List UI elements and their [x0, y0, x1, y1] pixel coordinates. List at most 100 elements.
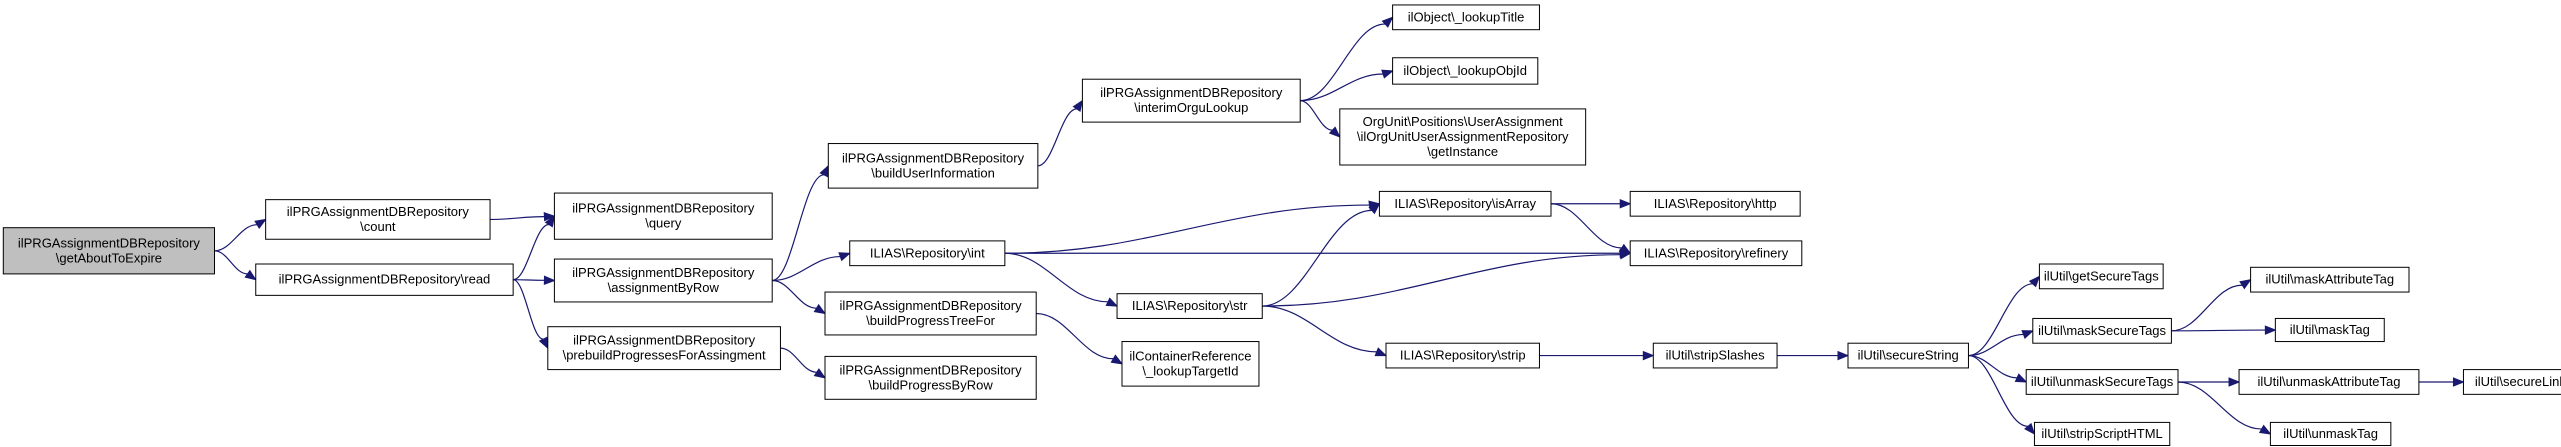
graph-node[interactable]: OrgUnit\Positions\UserAssignment\ilOrgUn… — [1339, 108, 1587, 166]
graph-node[interactable]: ilUtil\stripScriptHTML — [2033, 421, 2171, 446]
node-box — [265, 199, 491, 240]
call-edge — [1968, 354, 2036, 435]
node-box — [1847, 342, 1969, 369]
node-box — [2025, 369, 2179, 395]
node-box — [553, 258, 773, 303]
node-box — [1116, 293, 1263, 319]
graph-node[interactable]: ilUtil\getSecureTags — [2038, 263, 2164, 290]
node-box — [1629, 240, 1803, 267]
node-label: \getAboutToExpire — [56, 250, 162, 265]
graph-node[interactable]: ilUtil\maskSecureTags — [2032, 317, 2172, 344]
node-label: ilUtil\maskSecureTags — [2038, 323, 2166, 338]
call-edge — [1262, 305, 1388, 357]
call-edge — [1004, 200, 1381, 254]
call-edge — [1777, 350, 1850, 361]
node-label: ILIAS\Repository\str — [1132, 298, 1248, 313]
node-label: \interimOrguLookup — [1134, 100, 1248, 115]
node-box — [2, 227, 215, 275]
graph-node[interactable]: ilUtil\secureLink — [2462, 369, 2561, 395]
node-box — [849, 240, 1006, 267]
edges-layer — [214, 16, 2465, 435]
node-label: ilUtil\unmaskAttributeTag — [2257, 374, 2400, 389]
node-label: ilPRGAssignmentDBRepository — [840, 362, 1023, 377]
graph-node[interactable]: ILIAS\Repository\str — [1116, 293, 1263, 319]
graph-node[interactable]: ilPRGAssignmentDBRepository\getAboutToEx… — [2, 227, 215, 275]
node-label: ilPRGAssignmentDBRepository — [572, 265, 755, 280]
call-edge — [2171, 325, 2277, 335]
graph-node[interactable]: ILIAS\Repository\http — [1629, 190, 1801, 217]
call-edge — [2177, 381, 2272, 435]
call-edge — [512, 215, 556, 281]
node-label: ILIAS\Repository\http — [1654, 196, 1777, 211]
call-edge — [1262, 202, 1381, 307]
node-label: ilUtil\unmaskTag — [2283, 426, 2378, 441]
node-box — [255, 263, 514, 296]
node-label: \buildProgressTreeFor — [866, 313, 996, 328]
call-edge — [1036, 312, 1124, 365]
call-edge — [2177, 377, 2241, 387]
graph-node[interactable]: ilPRGAssignmentDBRepository\interimOrguL… — [1081, 78, 1301, 123]
graph-node[interactable]: ilUtil\unmaskSecureTags — [2025, 369, 2179, 395]
call-edge — [1550, 203, 1632, 254]
call-edge — [1262, 250, 1632, 307]
graph-node[interactable]: ilPRGAssignmentDBRepository\buildUserInf… — [827, 143, 1039, 189]
call-edge — [214, 250, 257, 281]
call-edge — [214, 218, 267, 252]
graph-node[interactable]: ilPRGAssignmentDBRepository\read — [255, 263, 514, 296]
node-label: ILIAS\Repository\strip — [1400, 348, 1526, 363]
graph-node[interactable]: ilPRGAssignmentDBRepository\assignmentBy… — [553, 258, 773, 303]
call-edge — [780, 347, 827, 379]
graph-node[interactable]: ilPRGAssignmentDBRepository\buildProgres… — [824, 291, 1037, 336]
call-edge — [2418, 377, 2465, 387]
node-box — [1081, 78, 1301, 123]
graph-node[interactable]: ilObject\_lookupTitle — [1392, 4, 1540, 31]
node-label: ilUtil\maskAttributeTag — [2265, 272, 2394, 287]
node-label: \prebuildProgressesForAssingment — [563, 348, 766, 363]
node-box — [2032, 317, 2172, 344]
node-label: ilUtil\unmaskSecureTags — [2031, 374, 2174, 389]
call-edge — [1037, 99, 1084, 167]
graph-node[interactable]: ilUtil\maskTag — [2274, 317, 2385, 343]
graph-node[interactable]: ILIAS\Repository\isArray — [1378, 190, 1552, 217]
node-label: \buildProgressByRow — [868, 377, 993, 392]
node-label: ilObject\_lookupTitle — [1408, 9, 1525, 24]
call-edge — [1004, 252, 1119, 307]
node-label: ilPRGAssignmentDBRepository\read — [279, 272, 491, 287]
call-edge — [512, 279, 549, 350]
graph-node[interactable]: ilObject\_lookupObjId — [1392, 57, 1539, 85]
node-label: \query — [645, 216, 682, 231]
node-label: \buildUserInformation — [871, 165, 995, 180]
node-label: ilPRGAssignmentDBRepository — [573, 333, 756, 348]
node-label: ilUtil\secureString — [1858, 348, 1959, 363]
node-label: ilUtil\getSecureTags — [2044, 268, 2159, 283]
graph-node[interactable]: ilUtil\unmaskAttributeTag — [2238, 369, 2420, 395]
graph-node[interactable]: ILIAS\Repository\int — [849, 240, 1006, 267]
graph-node[interactable]: ILIAS\Repository\strip — [1385, 342, 1540, 369]
graph-node[interactable]: ilPRGAssignmentDBRepository\prebuildProg… — [547, 326, 781, 371]
call-edge — [772, 279, 827, 315]
node-box — [1392, 4, 1540, 31]
graph-node[interactable]: ilContainerReference\_lookupTargetId — [1121, 341, 1260, 387]
graph-node[interactable]: ILIAS\Repository\refinery — [1629, 240, 1803, 267]
node-box — [547, 326, 781, 371]
node-label: \count — [360, 219, 396, 234]
call-edge — [1551, 199, 1632, 209]
graph-node[interactable]: ilPRGAssignmentDBRepository\count — [265, 199, 491, 240]
node-box — [1392, 57, 1539, 85]
node-label: ilPRGAssignmentDBRepository — [842, 150, 1025, 165]
call-edge — [2171, 278, 2252, 332]
node-label: ilUtil\stripSlashes — [1666, 348, 1765, 363]
node-label: ilUtil\secureLink — [2475, 374, 2561, 389]
graph-node[interactable]: ilUtil\maskAttributeTag — [2250, 266, 2410, 293]
node-label: ilPRGAssignmentDBRepository — [287, 204, 470, 219]
graph-node[interactable]: ilUtil\secureString — [1847, 342, 1969, 369]
graph-node[interactable]: ilUtil\unmaskTag — [2269, 421, 2392, 446]
node-box — [1378, 190, 1552, 217]
graph-node[interactable]: ilUtil\stripSlashes — [1652, 342, 1778, 369]
call-edge — [513, 275, 556, 286]
node-box — [1629, 190, 1801, 217]
graph-node[interactable]: ilPRGAssignmentDBRepository\buildProgres… — [824, 355, 1037, 400]
graph-node[interactable]: ilPRGAssignmentDBRepository\query — [553, 192, 773, 240]
node-label: ilObject\_lookupObjId — [1403, 63, 1527, 78]
